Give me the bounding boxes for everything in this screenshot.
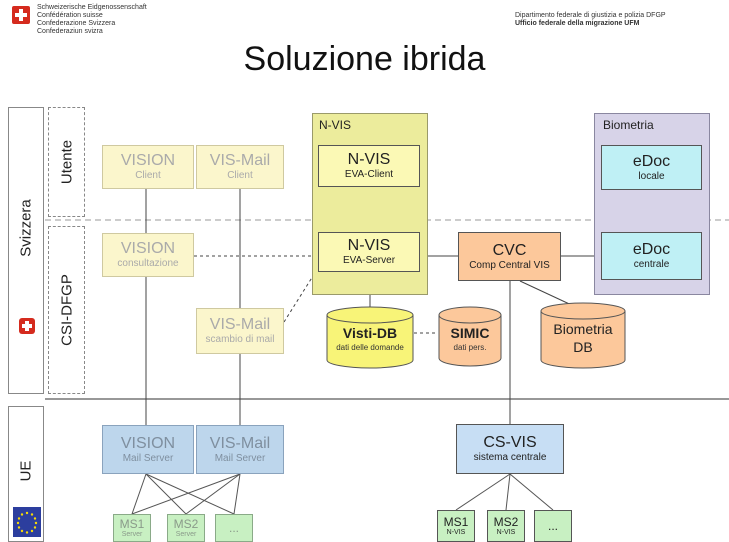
vismail-scambio-subtitle: scambio di mail [205, 334, 275, 345]
vismail-mail-server-box: VIS-Mail Mail Server [196, 425, 284, 474]
simic-subtitle: dati pers. [453, 343, 487, 352]
band-ue: UE [8, 406, 44, 542]
ms2-nvis-box: MS2 N-VIS [487, 510, 525, 542]
database-icon [438, 306, 502, 367]
department-name: Dipartimento federale di giustizia e pol… [515, 12, 666, 19]
nvis-server-box: N-VIS EVA-Server [318, 232, 420, 272]
more-nvis-box: ... [534, 510, 572, 542]
database-icon [540, 302, 626, 369]
vismail-client-subtitle: Client [227, 170, 253, 181]
edoc-centrale-title: eDoc [632, 241, 671, 258]
cvc-subtitle: Comp Central VIS [469, 259, 550, 271]
biometria-db-subtitle: DB [573, 339, 593, 355]
more-servers-box: ... [215, 514, 253, 542]
group-biometria-label: Biometria [603, 118, 654, 132]
cs-vis-subtitle: sistema centrale [473, 452, 547, 463]
biometria-db-title: Biometria [553, 321, 613, 337]
vision-mail-server-title: VISION [120, 434, 176, 452]
nvis-client-title: N-VIS [347, 151, 391, 168]
band-svizzera: Svizzera [8, 107, 44, 394]
vismail-client-box: VIS-Mail Client [196, 145, 284, 189]
database-icon [326, 306, 414, 369]
vision-consultazione-subtitle: consultazione [117, 258, 179, 269]
ms1-nvis-title: MS1 [443, 514, 469, 529]
ms2-server-title: MS2 [173, 516, 199, 531]
band-csi-dfgp-label: CSI-DFGP [58, 274, 75, 346]
biometria-db-cylinder: Biometria DB [540, 302, 626, 370]
vismail-scambio-title: VIS-Mail [209, 316, 271, 333]
vision-consultazione-box: VISION consultazione [102, 233, 194, 277]
edoc-locale-box: eDoc locale [601, 145, 702, 190]
vision-client-box: VISION Client [102, 145, 194, 189]
cs-vis-title: CS-VIS [483, 434, 537, 451]
swiss-confederation-logo [12, 6, 30, 24]
ms1-server-title: MS1 [119, 516, 145, 531]
band-utente: Utente [48, 107, 85, 217]
page-title: Soluzione ibrida [243, 40, 486, 78]
nvis-server-title: N-VIS [347, 237, 391, 254]
confederation-name-it: Confederazione Svizzera [37, 20, 116, 27]
edoc-locale-subtitle: locale [638, 170, 665, 182]
band-svizzera-label: Svizzera [17, 198, 35, 257]
edoc-centrale-subtitle: centrale [633, 259, 670, 270]
vision-consultazione-title: VISION [120, 240, 176, 257]
vision-mail-server-box: VISION Mail Server [102, 425, 194, 474]
band-csi-dfgp: CSI-DFGP [48, 226, 85, 394]
vismail-mail-server-title: VIS-Mail [209, 434, 271, 452]
edoc-locale-title: eDoc [632, 152, 671, 170]
band-utente-label: Utente [58, 139, 75, 185]
ms2-nvis-subtitle: N-VIS [496, 528, 516, 536]
more-servers-label: ... [228, 521, 239, 535]
ms2-server-box: MS2 Server [167, 514, 205, 542]
visti-db-title: Visti-DB [342, 325, 398, 341]
vision-client-subtitle: Client [135, 170, 161, 181]
nvis-client-subtitle: EVA-Client [344, 169, 394, 180]
vismail-mail-server-subtitle: Mail Server [214, 452, 266, 464]
simic-cylinder: SIMIC dati pers. [438, 306, 502, 368]
confederation-name-rm: Confederaziun svizra [37, 28, 103, 35]
group-nvis-label: N-VIS [319, 118, 352, 132]
department-header: Dipartimento federale di giustizia e pol… [515, 12, 666, 28]
visti-db-cylinder: Visti-DB dati delle domande [326, 306, 414, 370]
confederation-names: Schweizerische Eidgenossenschaft Confédé… [37, 4, 147, 36]
more-nvis-label: ... [547, 519, 558, 533]
ms2-server-subtitle: Server [175, 530, 197, 538]
ms1-server-box: MS1 Server [113, 514, 151, 542]
connector-vismail-nvis-dashed [283, 267, 319, 323]
cvc-box: CVC Comp Central VIS [458, 232, 561, 281]
ms1-nvis-box: MS1 N-VIS [437, 510, 475, 542]
office-name: Ufficio federale della migrazione UFM [515, 20, 640, 27]
nvis-server-subtitle: EVA-Server [342, 255, 396, 266]
simic-title: SIMIC [450, 325, 490, 341]
visti-db-subtitle: dati delle domande [336, 343, 404, 352]
vision-client-title: VISION [120, 152, 176, 169]
confederation-name-de: Schweizerische Eidgenossenschaft [37, 4, 147, 11]
vismail-scambio-box: VIS-Mail scambio di mail [196, 308, 284, 354]
cvc-title: CVC [492, 241, 527, 259]
swiss-cross-icon [12, 6, 30, 24]
edoc-centrale-box: eDoc centrale [601, 232, 702, 280]
confederation-name-fr: Confédération suisse [37, 12, 103, 19]
nvis-client-box: N-VIS EVA-Client [318, 145, 420, 187]
swiss-flag-icon [19, 318, 35, 334]
band-ue-label: UE [17, 460, 35, 482]
vismail-client-title: VIS-Mail [209, 152, 271, 169]
eu-flag-icon [13, 507, 41, 537]
ms1-server-subtitle: Server [121, 530, 143, 538]
ms1-nvis-subtitle: N-VIS [446, 528, 466, 536]
ms2-nvis-title: MS2 [493, 514, 519, 529]
cs-vis-box: CS-VIS sistema centrale [456, 424, 564, 474]
vision-mail-server-subtitle: Mail Server [122, 452, 174, 464]
